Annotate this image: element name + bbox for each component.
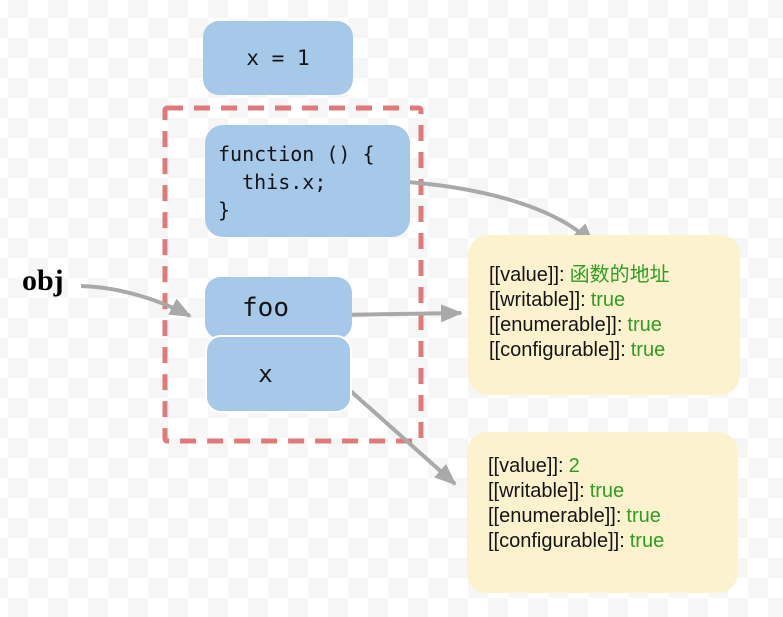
function-box: function () { this.x; } bbox=[205, 125, 410, 237]
foo-descriptor-note: [[value]]:函数的地址 [[writable]]:true [[enum… bbox=[468, 235, 740, 395]
foo-property-box: foo bbox=[205, 277, 352, 339]
descriptor-value: 函数的地址 bbox=[569, 264, 670, 286]
descriptor-value: true bbox=[590, 289, 626, 311]
descriptor-value: true bbox=[589, 480, 625, 502]
descriptor-row: [[writable]]:true bbox=[489, 288, 724, 313]
descriptor-value: true bbox=[630, 339, 666, 361]
obj-label: obj bbox=[22, 264, 64, 297]
x-property-box: x bbox=[205, 335, 352, 413]
descriptor-key: [[value]]: bbox=[488, 455, 564, 477]
global-var-text: x = 1 bbox=[246, 46, 310, 70]
descriptor-value: 2 bbox=[568, 455, 580, 477]
descriptor-key: [[writable]]: bbox=[489, 289, 586, 311]
descriptor-key: [[value]]: bbox=[489, 264, 565, 286]
descriptor-value: true bbox=[626, 505, 661, 527]
descriptor-row: [[value]]:2 bbox=[488, 454, 722, 479]
descriptor-key: [[enumerable]]: bbox=[489, 314, 623, 336]
descriptor-value: true bbox=[629, 530, 665, 552]
object-boundary-dashed-rect bbox=[162, 105, 424, 444]
descriptor-row: [[enumerable]]:true bbox=[489, 313, 724, 338]
descriptor-row: [[writable]]:true bbox=[488, 479, 722, 504]
function-to-descriptor-arrow bbox=[393, 179, 595, 246]
foo-to-descriptor-arrow bbox=[337, 304, 463, 323]
x-to-descriptor-arrow bbox=[334, 376, 457, 486]
descriptor-key: [[writable]]: bbox=[488, 480, 585, 502]
descriptor-row: [[value]]:函数的地址 bbox=[489, 263, 724, 288]
x-property-text: x bbox=[258, 360, 273, 388]
descriptor-row: [[configurable]]:true bbox=[488, 529, 722, 554]
foo-property-text: foo bbox=[242, 293, 289, 323]
descriptor-key: [[configurable]]: bbox=[489, 339, 626, 361]
descriptor-row: [[enumerable]]:true bbox=[488, 504, 722, 529]
function-code: function () { this.x; } bbox=[218, 142, 375, 222]
descriptor-key: [[enumerable]]: bbox=[488, 505, 622, 527]
obj-to-foo-arrow bbox=[80, 284, 192, 318]
global-var-box: x = 1 bbox=[203, 21, 353, 95]
descriptor-value: true bbox=[627, 314, 662, 336]
descriptor-key: [[configurable]]: bbox=[488, 530, 625, 552]
descriptor-row: [[configurable]]:true bbox=[489, 338, 724, 363]
x-descriptor-note: [[value]]:2 [[writable]]:true [[enumerab… bbox=[467, 432, 738, 593]
